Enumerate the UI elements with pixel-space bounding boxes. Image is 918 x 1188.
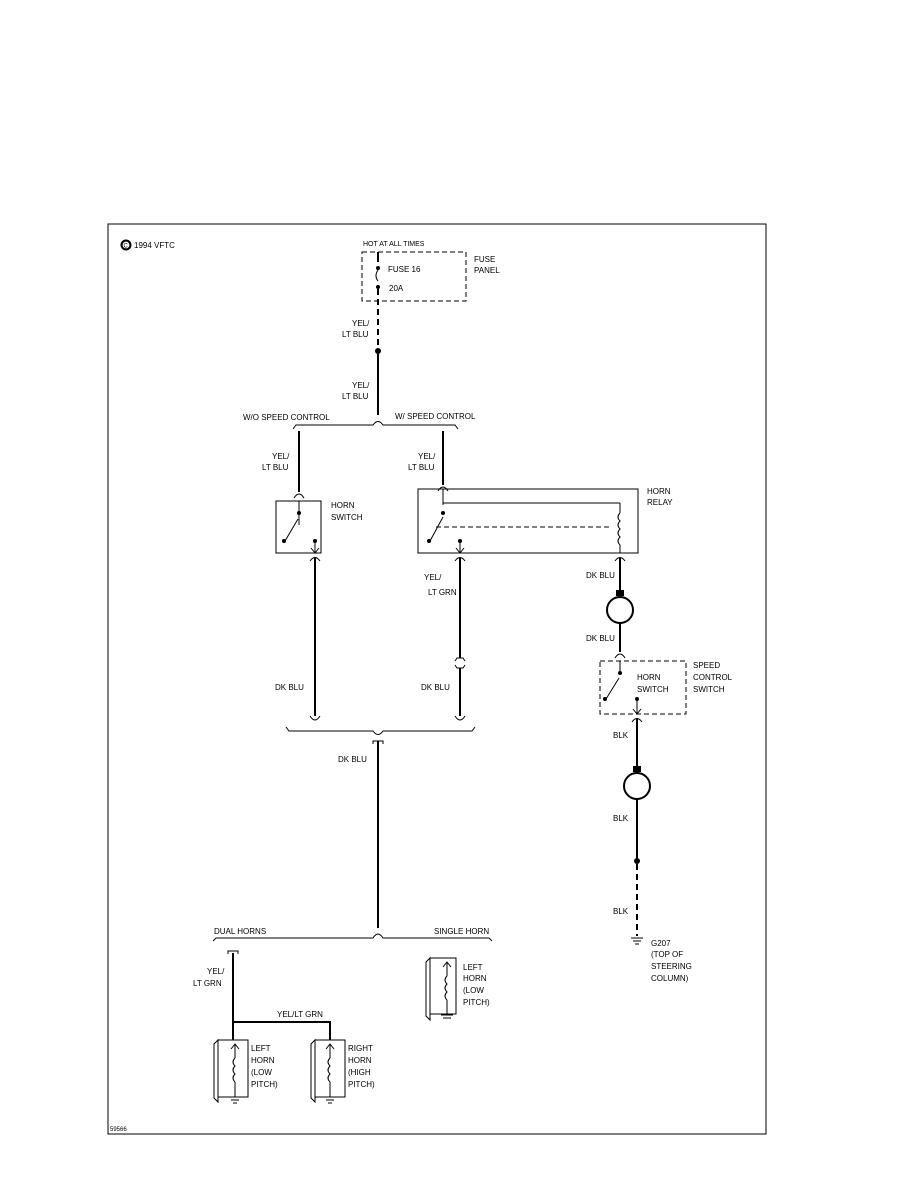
svg-text:(LOW: (LOW <box>251 1068 272 1077</box>
svg-text:RIGHT: RIGHT <box>348 1044 373 1053</box>
speed-control-switch: HORN SWITCH SPEED CONTROL SWITCH <box>599 660 733 715</box>
svg-text:LT BLU: LT BLU <box>342 392 369 401</box>
svg-text:LT BLU: LT BLU <box>342 330 369 339</box>
diagram-frame <box>107 223 767 1135</box>
svg-text:LT BLU: LT BLU <box>408 463 435 472</box>
dual-left-horn: LEFT HORN (LOW PITCH) <box>213 1038 278 1104</box>
inline-connector-bottom <box>454 664 466 669</box>
dk-blu-join <box>285 726 476 735</box>
svg-text:(TOP OF: (TOP OF <box>651 950 683 959</box>
svg-text:(HIGH: (HIGH <box>348 1068 371 1077</box>
single-left-horn: LEFT HORN (LOW PITCH) <box>425 956 490 1022</box>
svg-text:DK BLU: DK BLU <box>586 571 615 580</box>
svg-text:LT BLU: LT BLU <box>262 463 289 472</box>
svg-text:YEL/LT GRN: YEL/LT GRN <box>277 1010 323 1019</box>
svg-text:HORN: HORN <box>463 974 487 983</box>
svg-text:LEFT: LEFT <box>251 1044 271 1053</box>
horn-pad-clockspring-lower <box>623 772 651 800</box>
horn-relay: HORN RELAY <box>417 487 673 554</box>
svg-text:LT GRN: LT GRN <box>428 588 457 597</box>
svg-text:PITCH): PITCH) <box>251 1080 278 1089</box>
ground-symbol <box>631 937 643 945</box>
svg-text:SWITCH: SWITCH <box>693 685 725 694</box>
fuse-name: FUSE 16 <box>388 265 421 274</box>
svg-text:YEL/: YEL/ <box>207 967 225 976</box>
svg-text:DK BLU: DK BLU <box>586 634 615 643</box>
svg-text:HORN: HORN <box>331 501 355 510</box>
svg-text:COLUMN): COLUMN) <box>651 974 689 983</box>
fuse-rating: 20A <box>389 284 404 293</box>
svg-text:HORN: HORN <box>637 673 661 682</box>
figure-id: 59566 <box>110 1127 127 1133</box>
svg-text:YEL/: YEL/ <box>418 452 436 461</box>
fuse-panel-box <box>361 251 467 302</box>
svg-text:PITCH): PITCH) <box>348 1080 375 1089</box>
with-speed-control-label: W/ SPEED CONTROL <box>395 412 476 421</box>
svg-text:YEL/: YEL/ <box>272 452 290 461</box>
copyright-mark: C 1994 VFTC <box>120 239 175 251</box>
svg-text:BLK: BLK <box>613 814 629 823</box>
svg-text:SWITCH: SWITCH <box>637 685 669 694</box>
horn-switch: HORN SWITCH <box>275 500 363 554</box>
svg-text:LT GRN: LT GRN <box>193 979 222 988</box>
speed-control-split <box>292 421 459 430</box>
without-speed-control-label: W/O SPEED CONTROL <box>243 413 330 422</box>
svg-text:PITCH): PITCH) <box>463 998 490 1007</box>
svg-text:DK BLU: DK BLU <box>275 683 304 692</box>
fuse-panel-label-1: FUSE <box>474 255 495 264</box>
svg-text:LEFT: LEFT <box>463 963 483 972</box>
hot-at-all-times-label: HOT AT ALL TIMES <box>363 241 425 248</box>
svg-text:HORN: HORN <box>251 1056 275 1065</box>
svg-text:DK BLU: DK BLU <box>338 755 367 764</box>
svg-text:HORN: HORN <box>348 1056 372 1065</box>
svg-text:SWITCH: SWITCH <box>331 513 363 522</box>
dual-right-horn: RIGHT HORN (HIGH PITCH) <box>310 1038 375 1104</box>
inline-connector-top <box>454 657 466 662</box>
svg-text:YEL/: YEL/ <box>352 381 370 390</box>
svg-text:C: C <box>124 244 129 250</box>
relay-coil <box>617 512 621 546</box>
single-horn-label: SINGLE HORN <box>434 927 489 936</box>
horn-split <box>212 933 493 942</box>
svg-text:STEERING: STEERING <box>651 962 692 971</box>
copyright-text: 1994 VFTC <box>134 241 175 250</box>
dual-horns-label: DUAL HORNS <box>214 927 266 936</box>
fuse-element <box>375 269 379 282</box>
svg-text:YEL/: YEL/ <box>424 573 442 582</box>
splice-dot <box>375 348 381 354</box>
horn-pad-clockspring-upper <box>606 596 634 624</box>
svg-text:RELAY: RELAY <box>647 498 673 507</box>
svg-text:SPEED: SPEED <box>693 661 720 670</box>
svg-text:HORN: HORN <box>647 487 671 496</box>
ground-label: G207 <box>651 939 671 948</box>
svg-text:BLK: BLK <box>613 907 629 916</box>
svg-text:BLK: BLK <box>613 731 629 740</box>
svg-text:(LOW: (LOW <box>463 986 484 995</box>
fuse-panel: HOT AT ALL TIMES FUSE PANEL FUSE 16 20A <box>361 241 500 302</box>
fuse-panel-label-2: PANEL <box>474 266 500 275</box>
svg-text:DK BLU: DK BLU <box>421 683 450 692</box>
svg-text:CONTROL: CONTROL <box>693 673 733 682</box>
svg-text:YEL/: YEL/ <box>352 319 370 328</box>
